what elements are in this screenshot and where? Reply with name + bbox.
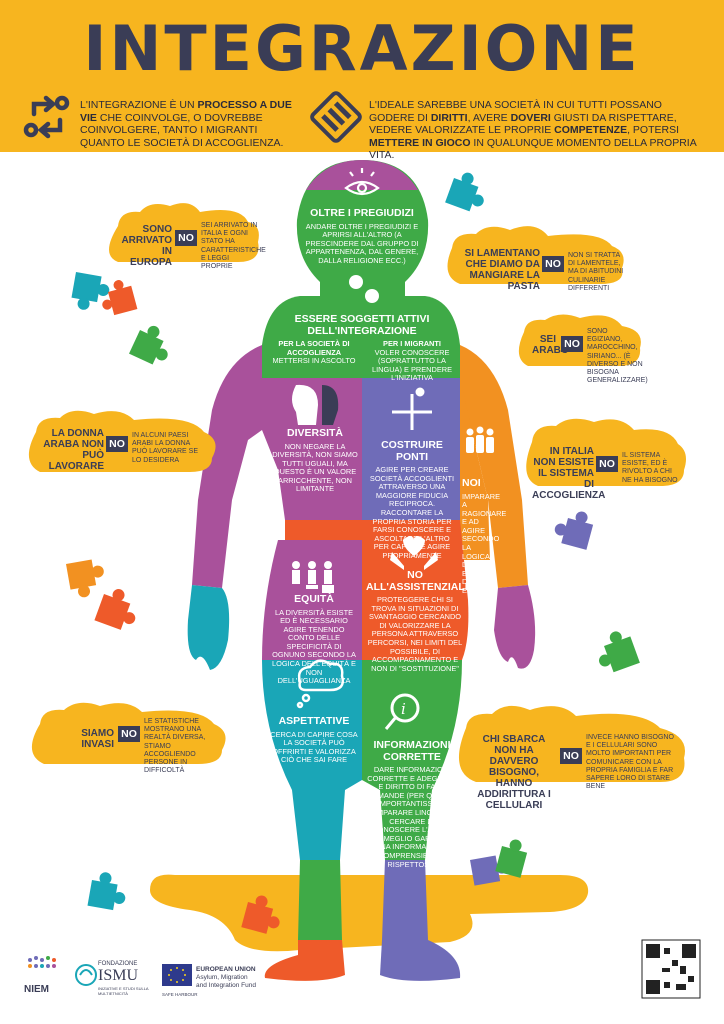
floor-shape bbox=[150, 874, 589, 952]
page-title: INTEGRAZIONE bbox=[83, 12, 641, 85]
myth-claim-5: In Italia non esiste il sistema di accog… bbox=[532, 446, 606, 501]
section-oltre-pregiudizi: Oltre i pregiudizi Andare oltre i pregiu… bbox=[305, 207, 419, 265]
cloud-shape-7 bbox=[458, 705, 685, 782]
intro-two-way: L'integrazione è un processo a due vie c… bbox=[80, 99, 292, 149]
svg-text:i: i bbox=[401, 700, 406, 718]
myth-answer-5: Il sistema esiste, ed è rivolto a chi ne… bbox=[622, 452, 678, 484]
myth-answer-1: Sei arrivato in Italia e ogni stato ha c… bbox=[201, 222, 266, 271]
niem-logo-dots bbox=[28, 956, 56, 968]
intro-ideal-society: L'ideale sarebbe una società in cui tutt… bbox=[369, 99, 697, 161]
no-badge-2: NO bbox=[542, 256, 564, 272]
handshake-icon bbox=[310, 91, 362, 143]
section-costruire-ponti: Costruire ponti Agire per creare società… bbox=[369, 439, 455, 560]
fondazione-label: FONDAZIONE bbox=[98, 961, 138, 967]
ismu-logo-mark bbox=[75, 964, 97, 986]
no-badge-5: NO bbox=[596, 456, 618, 472]
thought-cloud-icon bbox=[296, 659, 344, 709]
myth-answer-2: Non si tratta di lamentele, ma di abitud… bbox=[568, 252, 624, 292]
gears-icon bbox=[349, 275, 379, 303]
no-badge-3: NO bbox=[561, 336, 583, 352]
myth-answer-7: Invece hanno bisogno e i cellulari sono … bbox=[586, 734, 674, 791]
section-soggetti-attivi: Essere soggetti attivi dell'integrazione bbox=[294, 313, 430, 337]
puzzle-piece-green-2 bbox=[599, 631, 640, 673]
puzzle-piece-teal-3 bbox=[87, 872, 126, 911]
section-informazioni-corrette: Informazioni corrette Dare informazioni … bbox=[366, 739, 458, 869]
no-badge-6: NO bbox=[118, 726, 140, 742]
puzzle-piece-green-1 bbox=[129, 325, 168, 365]
soggetti-societa: Per la società di accoglienza Mettersi i… bbox=[272, 339, 356, 366]
two-faces-icon bbox=[292, 384, 339, 425]
two-way-arrows-icon bbox=[23, 95, 70, 139]
puzzle-piece-green-3 bbox=[495, 839, 528, 878]
cloud-shape-5 bbox=[526, 418, 686, 486]
myth-answer-3: Sono egiziano, marocchino, siriano... (è… bbox=[587, 328, 648, 385]
niem-logo-text: NIEM bbox=[24, 984, 49, 995]
myth-claim-7: Chi sbarca non ha davvero bisogno, hanno… bbox=[477, 734, 551, 811]
cloud-shape-2 bbox=[447, 226, 624, 284]
puzzle-piece-teal-2 bbox=[71, 272, 110, 310]
info-magnifier-icon: i bbox=[384, 693, 420, 730]
ismu-subtitle: INIZIATIVE E STUDI SULLA MULTIETNICITÀ bbox=[98, 986, 149, 996]
myth-claim-2: Si lamentano che diamo da mangiare la pa… bbox=[464, 248, 540, 292]
soggetti-migranti: Per i migranti Voler conoscere (soprattu… bbox=[371, 339, 453, 383]
head-shape bbox=[296, 160, 429, 296]
eye-icon bbox=[344, 168, 380, 196]
ismu-label: ISMU bbox=[98, 967, 139, 984]
myth-claim-6: Siamo invasi bbox=[81, 728, 114, 750]
no-badge-1: NO bbox=[175, 230, 197, 246]
puzzle-piece-teal-1 bbox=[445, 172, 484, 212]
section-diversita: Diversità Non negare la diversità, non s… bbox=[272, 427, 358, 494]
eu-fund-line1: Asylum, Migration bbox=[196, 974, 248, 981]
puzzle-piece-orange-3 bbox=[241, 895, 280, 934]
equity-people-icon bbox=[292, 561, 334, 593]
section-aspettative: Aspettative Cerca di capire cosa la soci… bbox=[270, 715, 358, 765]
hands-heart-icon bbox=[390, 536, 438, 570]
section-noi: Noi Imparare a ragionare e ad agire seco… bbox=[462, 477, 507, 596]
myth-claim-3: Sei arabo bbox=[532, 334, 569, 356]
eu-flag bbox=[162, 964, 192, 986]
puzzle-piece-purple-1 bbox=[554, 511, 594, 550]
qr-code bbox=[641, 939, 701, 999]
eu-label: EUROPEAN UNION bbox=[196, 966, 256, 973]
no-badge-7: NO bbox=[560, 748, 582, 764]
myth-answer-6: Le statistiche mostrano una realtà diver… bbox=[144, 718, 206, 775]
puzzle-piece-orange-1 bbox=[102, 280, 138, 316]
myth-answer-4: In alcuni paesi arabi la donna può lavor… bbox=[132, 432, 199, 464]
puzzle-piece-amber-1 bbox=[66, 559, 104, 598]
myth-claim-1: Sono arrivato in Europa bbox=[121, 224, 172, 268]
safe-harbour-label: SAFE HARBOUR bbox=[162, 992, 198, 997]
eu-fund-line2: and Integration Fund bbox=[196, 982, 256, 989]
myth-claim-4: La donna araba non può lavorare bbox=[43, 428, 104, 472]
header-band bbox=[0, 0, 724, 152]
no-badge-4: NO bbox=[106, 436, 128, 452]
group-people-icon bbox=[466, 426, 494, 453]
puzzle-piece-orange-2 bbox=[94, 589, 136, 630]
bridge-builder-icon bbox=[392, 387, 432, 430]
section-equita: Equità La diversità esiste ed è necessar… bbox=[272, 593, 356, 686]
section-no-assistenzialismo: No all'assistenzialismo Proteggere chi s… bbox=[366, 569, 492, 673]
